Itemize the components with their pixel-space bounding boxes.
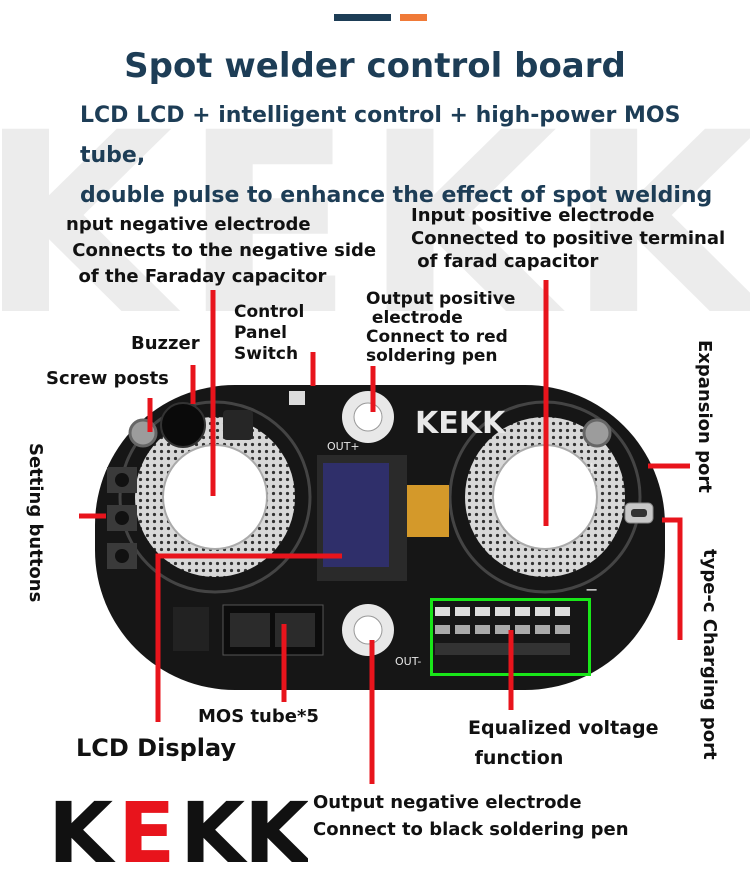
label-equalized-voltage: Equalized voltage function xyxy=(468,717,659,769)
watermark-text: KEKK xyxy=(0,96,750,326)
subtitle-line-2: double pulse to enhance the effect of sp… xyxy=(80,183,713,208)
logo-letter-k2: K xyxy=(180,788,248,868)
label-setting-buttons: Setting buttons xyxy=(25,443,46,603)
silk-out-minus: OUT- xyxy=(395,655,421,668)
silk-logo: KEKK xyxy=(415,406,507,441)
callout-lcd xyxy=(155,553,342,722)
subtitle: LCD LCD + intelligent control + high-pow… xyxy=(80,96,720,216)
label-output-negative: Output negative electrode Connect to bla… xyxy=(313,792,629,840)
silk-plus: + xyxy=(585,458,598,477)
logo-letter-k1: K xyxy=(48,788,116,868)
label-buzzer: Buzzer xyxy=(131,333,200,354)
label-output-positive: Output positive electrode Connect to red… xyxy=(366,289,516,366)
mos-driver xyxy=(173,607,209,651)
label-control-panel-switch: Control Panel Switch xyxy=(234,302,305,364)
callout-type-c xyxy=(662,517,683,640)
buzzer-part xyxy=(160,402,206,448)
subtitle-line-1: LCD LCD + intelligent control + high-pow… xyxy=(80,103,681,168)
label-input-positive: Input positive electrode Connected to po… xyxy=(411,205,726,272)
label-input-negative: nput negative electrode Connects to the … xyxy=(66,214,377,287)
equalizer-components xyxy=(435,607,570,655)
header-bar-navy xyxy=(334,14,391,21)
kekk-watermark: KEKK xyxy=(0,96,750,326)
lcd-screen xyxy=(323,463,389,567)
lcd-flex-cable xyxy=(407,485,449,537)
label-lcd-display: LCD Display xyxy=(76,734,237,762)
silk-minus: − xyxy=(585,580,598,599)
inductor xyxy=(223,410,253,440)
label-type-c-port: type-c Charging port xyxy=(699,549,720,760)
control-switch-part xyxy=(289,391,305,405)
silk-out-plus: OUT+ xyxy=(327,440,360,453)
logo-letter-k3: K xyxy=(244,788,308,868)
header-bar-orange xyxy=(400,14,427,21)
kekk-logo: K E K K xyxy=(48,788,308,868)
label-expansion-port: Expansion port xyxy=(694,340,715,493)
label-mos-tube: MOS tube*5 xyxy=(198,706,319,727)
page-title: Spot welder control board xyxy=(124,46,626,86)
label-screw-posts: Screw posts xyxy=(46,368,169,389)
logo-letter-e: E xyxy=(118,788,175,868)
screw-post-right xyxy=(582,418,612,448)
